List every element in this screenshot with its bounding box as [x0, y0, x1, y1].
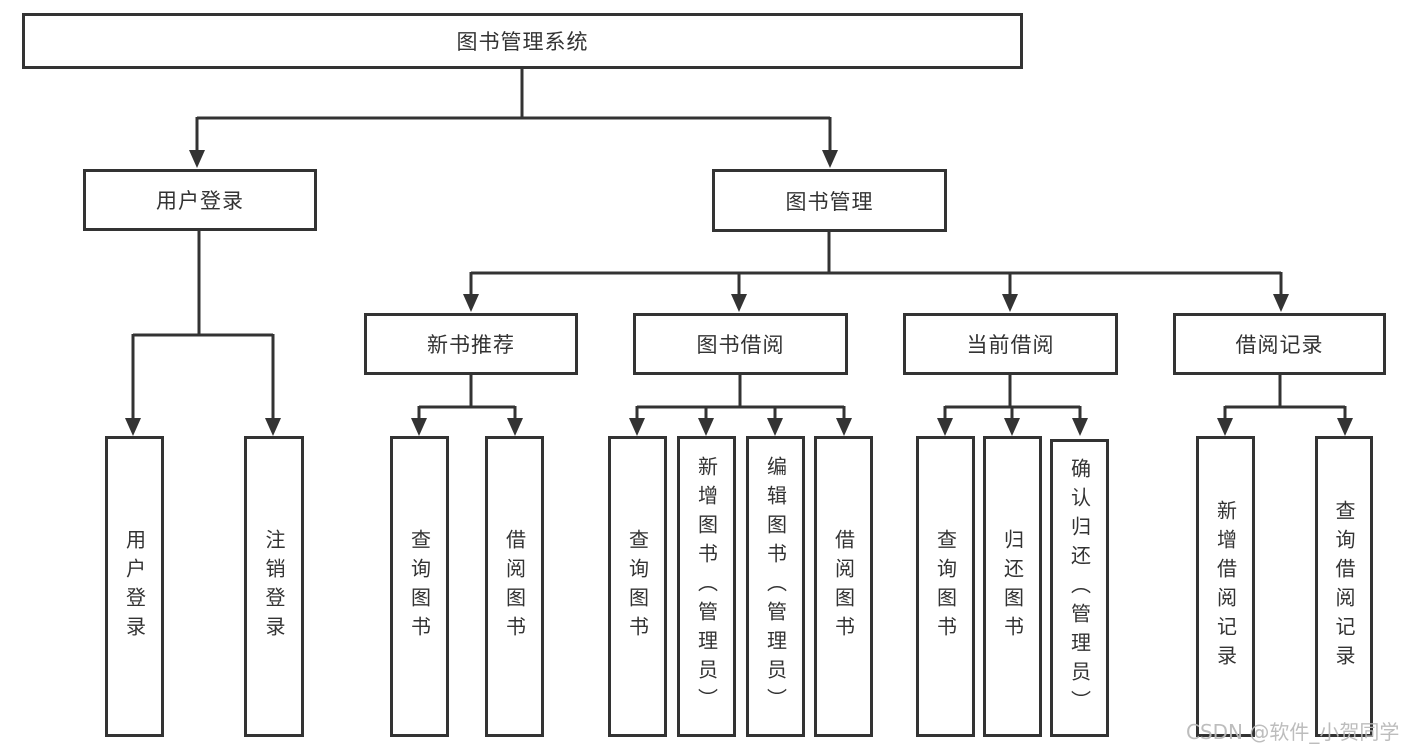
node-label: 查询图书	[625, 528, 650, 645]
leaf-logout: 注销登录	[244, 436, 304, 737]
leaf-edit-books-admin: 编辑图书（管理员）	[746, 436, 805, 737]
arrowheads	[125, 150, 1353, 436]
node-label: 查询图书	[933, 528, 958, 645]
node-label: 注销登录	[262, 528, 286, 645]
node-label: 查询借阅记录	[1332, 499, 1356, 674]
node-label: 用户登录	[156, 189, 244, 213]
node-label: 查询图书	[407, 528, 432, 645]
node-current-borrowing: 当前借阅	[903, 313, 1118, 375]
node-label: 新增图书（管理员）	[694, 456, 719, 717]
leaf-query-borrow-record: 查询借阅记录	[1315, 436, 1373, 737]
leaf-query-books-borrow: 查询图书	[608, 436, 667, 737]
node-label: 新书推荐	[427, 333, 515, 357]
node-label: 图书借阅	[696, 333, 785, 357]
leaf-borrow-books: 借阅图书	[814, 436, 873, 737]
node-user-login-branch: 用户登录	[83, 169, 317, 231]
node-label: 图书管理系统	[456, 30, 589, 54]
node-label: 归还图书	[1000, 528, 1025, 645]
csdn-watermark: CSDN @软件_小贺同学	[1186, 720, 1400, 744]
leaf-query-books-recommend: 查询图书	[390, 436, 449, 737]
node-label: 当前借阅	[966, 333, 1055, 357]
node-label: 用户登录	[122, 528, 147, 645]
leaf-add-books-admin: 新增图书（管理员）	[677, 436, 736, 737]
leaf-add-borrow-record: 新增借阅记录	[1196, 436, 1255, 737]
node-label: 借阅图书	[831, 528, 856, 645]
node-label: 图书管理	[785, 189, 874, 214]
node-borrowing-records: 借阅记录	[1173, 313, 1386, 375]
leaf-confirm-return-admin: 确认归还（管理员）	[1050, 439, 1109, 737]
leaf-borrow-books-recommend: 借阅图书	[485, 436, 544, 737]
node-label: 新增借阅记录	[1213, 499, 1238, 674]
node-label: 确认归还（管理员）	[1067, 457, 1092, 719]
node-book-management-branch: 图书管理	[712, 169, 947, 232]
leaf-user-login: 用户登录	[105, 436, 164, 737]
node-label: 借阅图书	[502, 528, 527, 645]
node-new-book-recommend: 新书推荐	[364, 313, 578, 375]
node-root-system: 图书管理系统	[22, 13, 1023, 69]
node-label: 借阅记录	[1235, 333, 1324, 357]
node-label: 编辑图书（管理员）	[763, 456, 788, 717]
leaf-query-books-current: 查询图书	[916, 436, 975, 737]
leaf-return-books: 归还图书	[983, 436, 1042, 737]
node-book-borrowing: 图书借阅	[633, 313, 848, 375]
connector-segments	[131, 68, 1347, 420]
